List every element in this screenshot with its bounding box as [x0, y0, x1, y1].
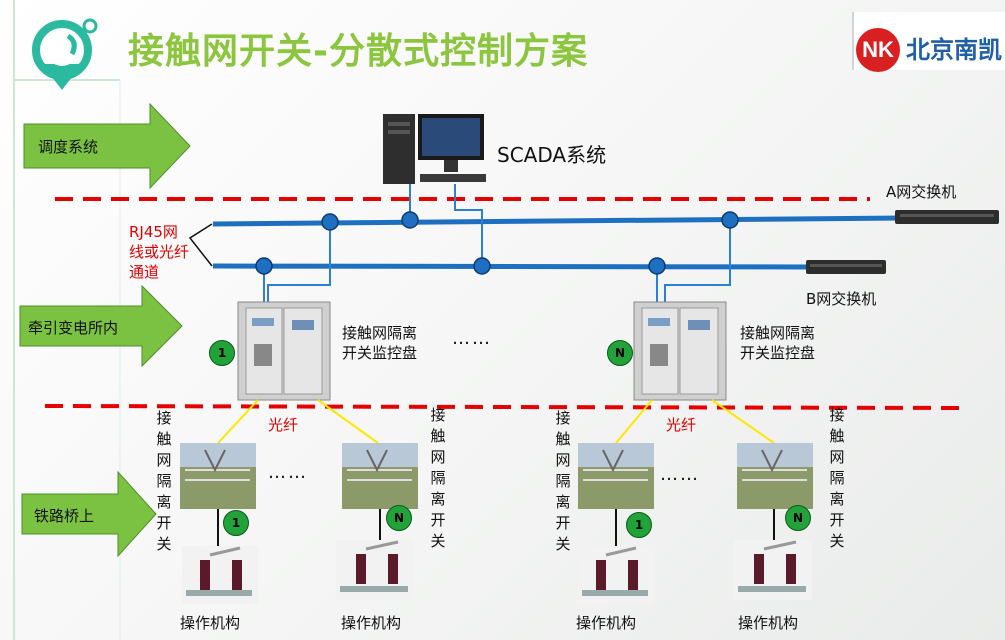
bus-node: [401, 211, 419, 229]
operator-label-1: 操作机构: [180, 614, 241, 632]
operator-label-2: 操作机构: [341, 614, 402, 632]
arrow-dispatch: [23, 102, 191, 190]
fiber-label-2: 光纤: [666, 416, 697, 434]
divider-bottom: [44, 404, 961, 410]
channel-brace: [188, 223, 213, 267]
arrow-label-bridge: 铁路桥上: [34, 507, 95, 525]
bus-node: [721, 211, 739, 229]
bus-node: [473, 257, 491, 275]
monitor-panel-1-icon: [237, 301, 331, 401]
badge-switch-2: N: [386, 505, 412, 531]
panel-n-label-line1: 接触网隔离: [740, 324, 816, 342]
page-title: 接触网开关-分散式控制方案: [128, 31, 588, 72]
fiber-label-1: 光纤: [268, 416, 299, 434]
bus-b: [212, 263, 811, 270]
panel-1-label-line1: 接触网隔离: [342, 324, 418, 342]
bus-node: [255, 257, 273, 275]
operating-mechanism-icon-1: [182, 546, 258, 604]
vertical-label-switch-4: 接触网隔离开关: [829, 406, 845, 550]
operator-label-4: 操作机构: [738, 614, 799, 632]
switch-b-label: B网交换机: [806, 290, 877, 308]
arrow-bridge: [21, 470, 157, 558]
channel-label: RJ45网线或光纤通道: [129, 223, 190, 281]
company-logo-mark: NK: [856, 28, 900, 72]
operating-mechanism-icon-3: [578, 546, 654, 604]
switch-ellipsis-right: ……: [660, 464, 700, 485]
map-pin-logo-icon: [32, 18, 98, 90]
vertical-label-switch-2: 接触网隔离开关: [430, 406, 446, 550]
arrow-label-substation: 牵引变电所内: [28, 319, 119, 337]
scada-label: SCADA系统: [497, 143, 607, 167]
badge-switch-4: N: [785, 505, 811, 531]
panel-n-label-line2: 开关监控盘: [740, 344, 816, 362]
bus-node: [321, 213, 339, 231]
monitor-panel-n-icon: [633, 301, 727, 401]
badge-switch-3: 1: [626, 512, 652, 538]
vertical-label-switch-1: 接触网隔离开关: [156, 409, 172, 553]
badge-panel-n: N: [607, 340, 633, 366]
arrow-substation: [19, 284, 183, 368]
panel-1-label-line2: 开关监控盘: [342, 344, 418, 362]
switch-a-label: A网交换机: [886, 183, 957, 201]
switch-ellipsis-left: ……: [268, 462, 308, 483]
isolator-switch-photo-3: [578, 443, 654, 509]
badge-panel-1: 1: [209, 340, 235, 366]
badge-switch-1: 1: [223, 510, 249, 536]
vertical-label-switch-3: 接触网隔离开关: [555, 409, 571, 553]
switch-b-icon: [806, 260, 886, 274]
isolator-switch-photo-2: [342, 443, 418, 509]
operator-label-3: 操作机构: [576, 614, 637, 632]
scada-computer-icon: [383, 114, 486, 184]
arrow-label-dispatch: 调度系统: [38, 138, 99, 156]
operating-mechanism-icon-2: [336, 540, 414, 600]
bus-node: [648, 257, 666, 275]
company-name: 北京南凯: [906, 36, 1002, 64]
switch-a-icon: [895, 210, 999, 224]
isolator-switch-photo-1: [180, 443, 256, 509]
panel-ellipsis: ……: [452, 328, 492, 349]
isolator-switch-photo-4: [737, 443, 813, 509]
operating-mechanism-icon-4: [734, 540, 812, 600]
bus-a: [212, 215, 901, 227]
